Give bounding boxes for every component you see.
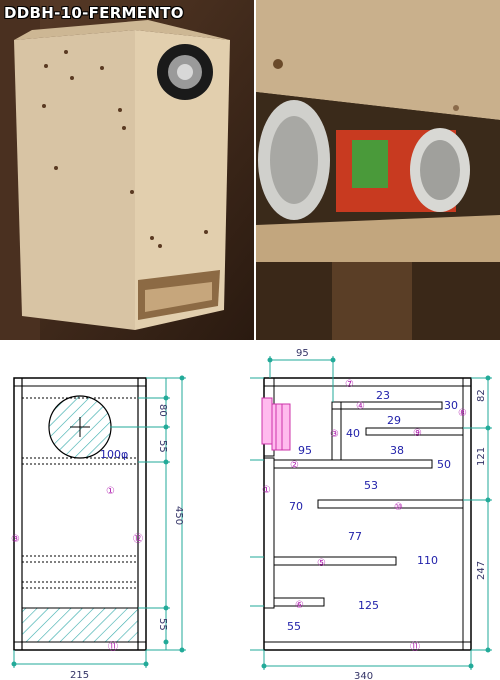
speaker-cabinet-illustration (0, 0, 254, 340)
front-view-drawing: 100φ ① ③ ⑫ ⑪ 80 55 450 55 215 (11, 375, 186, 680)
path-label: 50 (437, 458, 451, 471)
dim-d2: 55 (157, 618, 168, 631)
path-label: 23 (376, 389, 390, 402)
cans-illustration (256, 0, 500, 340)
cabinet-side-panel (14, 30, 135, 330)
path-label: 40 (346, 427, 360, 440)
mark-7: ⑦ (345, 379, 354, 390)
path-label: 53 (364, 479, 378, 492)
front-outline (13, 377, 147, 651)
path-label: 38 (390, 444, 404, 457)
driver-diameter-label: 100φ (100, 448, 128, 461)
path-label: 95 (298, 444, 312, 457)
dim-right: 82 (476, 389, 487, 402)
mark-9: ⑨ (413, 428, 422, 439)
path-label: 30 (444, 399, 458, 412)
mark-11: ⑪ (410, 641, 420, 653)
driver-side-icon (261, 397, 291, 451)
path-label: 110 (417, 554, 438, 567)
mark-front: ① (106, 486, 115, 497)
mark-8: ⑧ (458, 408, 467, 419)
dim-d1: 55 (157, 440, 168, 453)
path-label: 70 (289, 500, 303, 513)
mark-3: ③ (330, 429, 339, 440)
dim-top: 95 (296, 348, 309, 359)
mark-side-left: ③ (11, 534, 20, 545)
mark-4: ④ (356, 401, 365, 412)
mark-2: ② (290, 460, 299, 471)
top-board (256, 0, 500, 120)
dim-width: 215 (70, 670, 89, 680)
side-view-drawing: 23 30 29 40 38 95 50 53 70 77 110 125 55… (250, 348, 492, 680)
path-label: 55 (287, 620, 301, 633)
path-label: 125 (358, 599, 379, 612)
mark-10: ⑩ (394, 502, 403, 513)
path-label: 29 (387, 414, 401, 427)
dim-top: 80 (157, 404, 168, 417)
mark-bottom: ⑪ (108, 641, 118, 653)
shelf-board (256, 215, 500, 270)
mark-6: ⑥ (295, 600, 304, 611)
port-hatch (21, 607, 139, 643)
photo-speaker-cabinet: DDBH-10-FERMENTO (0, 0, 254, 340)
front-dimension-lines (11, 375, 186, 668)
page-title: DDBH-10-FERMENTO (4, 4, 184, 22)
dim-height: 450 (173, 506, 184, 525)
dim-right: 121 (476, 447, 487, 466)
side-dimension-lines (250, 356, 492, 670)
internal-boards (273, 401, 464, 607)
screw-dots (42, 50, 208, 248)
mark-5: ⑤ (317, 558, 326, 569)
dim-depth: 340 (354, 671, 373, 680)
mark-side-right: ⑫ (133, 533, 143, 545)
dim-right: 247 (476, 561, 487, 580)
photo-cans-inside-cabinet (256, 0, 500, 340)
path-label: 77 (348, 530, 362, 543)
mark-1: ① (262, 485, 271, 496)
cabinet-front-panel (135, 30, 230, 330)
